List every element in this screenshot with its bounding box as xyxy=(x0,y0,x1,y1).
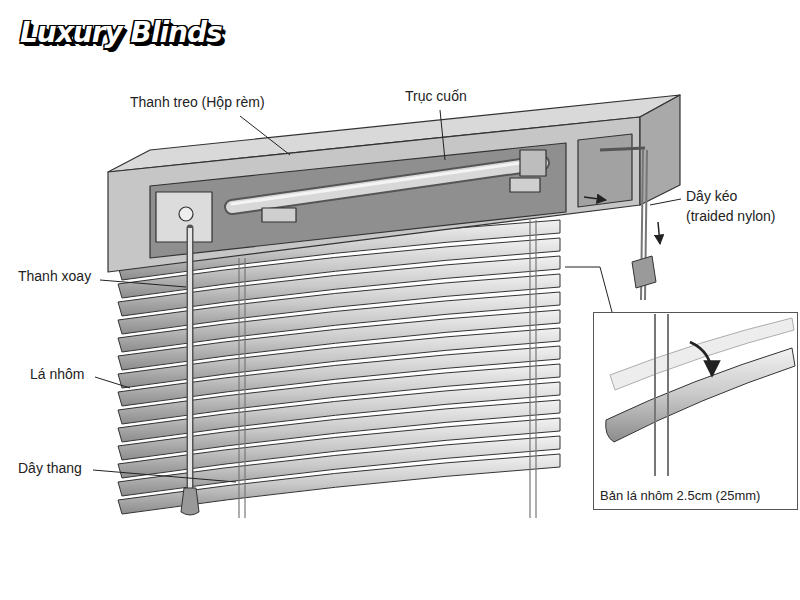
detail-inset: Bản lá nhôm 2.5cm (25mm) xyxy=(593,312,798,510)
part-label: Lá nhôm xyxy=(30,366,84,383)
part-label: Dây kéo xyxy=(686,188,737,205)
part-label: Thanh xoay xyxy=(18,268,91,285)
part-label: Dây thang xyxy=(18,460,82,477)
part-note: (traided nylon) xyxy=(686,208,776,225)
head-rail xyxy=(108,95,680,272)
slat-detail xyxy=(606,314,795,476)
part-label: Thanh treo (Hộp rèm) xyxy=(130,94,265,111)
tilt-wand xyxy=(181,228,199,515)
logo-watermark: Luxury Blinds xyxy=(20,16,222,50)
pull-cord xyxy=(632,150,656,300)
ladder-cord xyxy=(239,220,536,518)
aluminium-slat xyxy=(118,454,560,514)
part-label: Trục cuốn xyxy=(405,88,467,105)
inset-caption: Bản lá nhôm 2.5cm (25mm) xyxy=(600,488,760,503)
